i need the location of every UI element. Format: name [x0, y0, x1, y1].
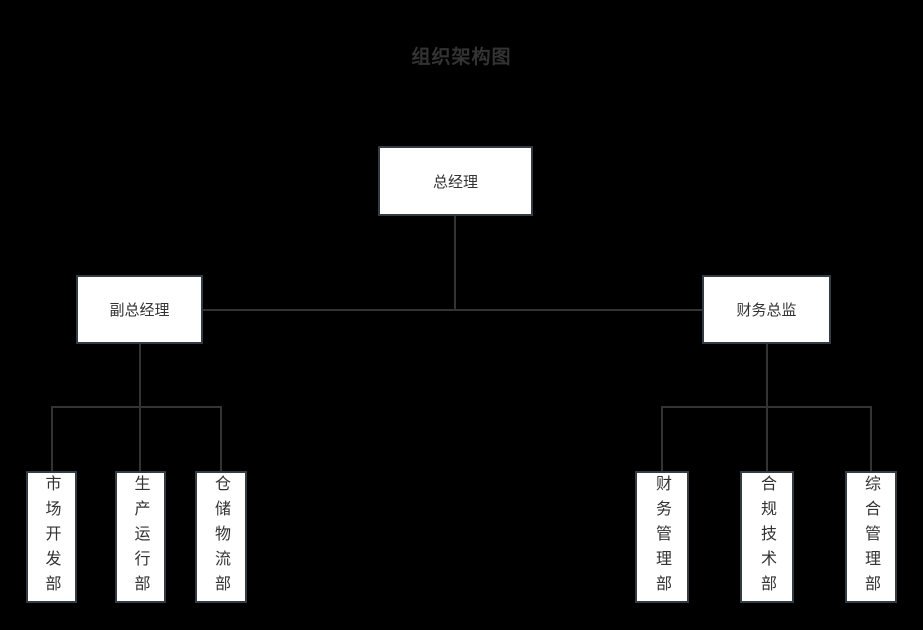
- node-compliance-technology-dept-label: 合规技术部: [758, 474, 777, 600]
- connector-root-to-rail: [454, 216, 456, 311]
- node-production-operation-dept-label: 生产运行部: [131, 474, 151, 600]
- node-deputy-general-manager: 副总经理: [76, 275, 203, 344]
- node-finance-director-label: 财务总监: [736, 301, 797, 319]
- connector-left-rail: [51, 406, 222, 408]
- connector-main-rail: [202, 309, 704, 311]
- node-warehouse-logistics-dept: 仓储物流部: [195, 471, 247, 603]
- connector-right-rail: [661, 406, 872, 408]
- connector-right-stub-1: [661, 406, 663, 471]
- node-warehouse-logistics-dept-label: 仓储物流部: [212, 474, 231, 600]
- chart-title: 组织架构图: [411, 46, 512, 68]
- node-general-management-dept: 综合管理部: [845, 471, 897, 603]
- connector-left-stub-1: [51, 406, 53, 471]
- node-market-development-dept: 市场开发部: [26, 471, 77, 603]
- node-general-management-dept-label: 综合管理部: [862, 474, 881, 600]
- node-finance-management-dept: 财务管理部: [635, 471, 689, 603]
- node-general-manager: 总经理: [378, 146, 533, 216]
- connector-left-stub-3: [220, 406, 222, 471]
- node-finance-management-dept-label: 财务管理部: [653, 474, 672, 600]
- node-deputy-general-manager-label: 副总经理: [109, 301, 170, 319]
- node-compliance-technology-dept: 合规技术部: [740, 471, 794, 603]
- node-production-operation-dept: 生产运行部: [115, 471, 166, 603]
- connector-right-stub-3: [870, 406, 872, 471]
- node-market-development-dept-label: 市场开发部: [42, 474, 62, 600]
- node-finance-director: 财务总监: [702, 275, 831, 344]
- node-general-manager-label: 总经理: [432, 172, 478, 191]
